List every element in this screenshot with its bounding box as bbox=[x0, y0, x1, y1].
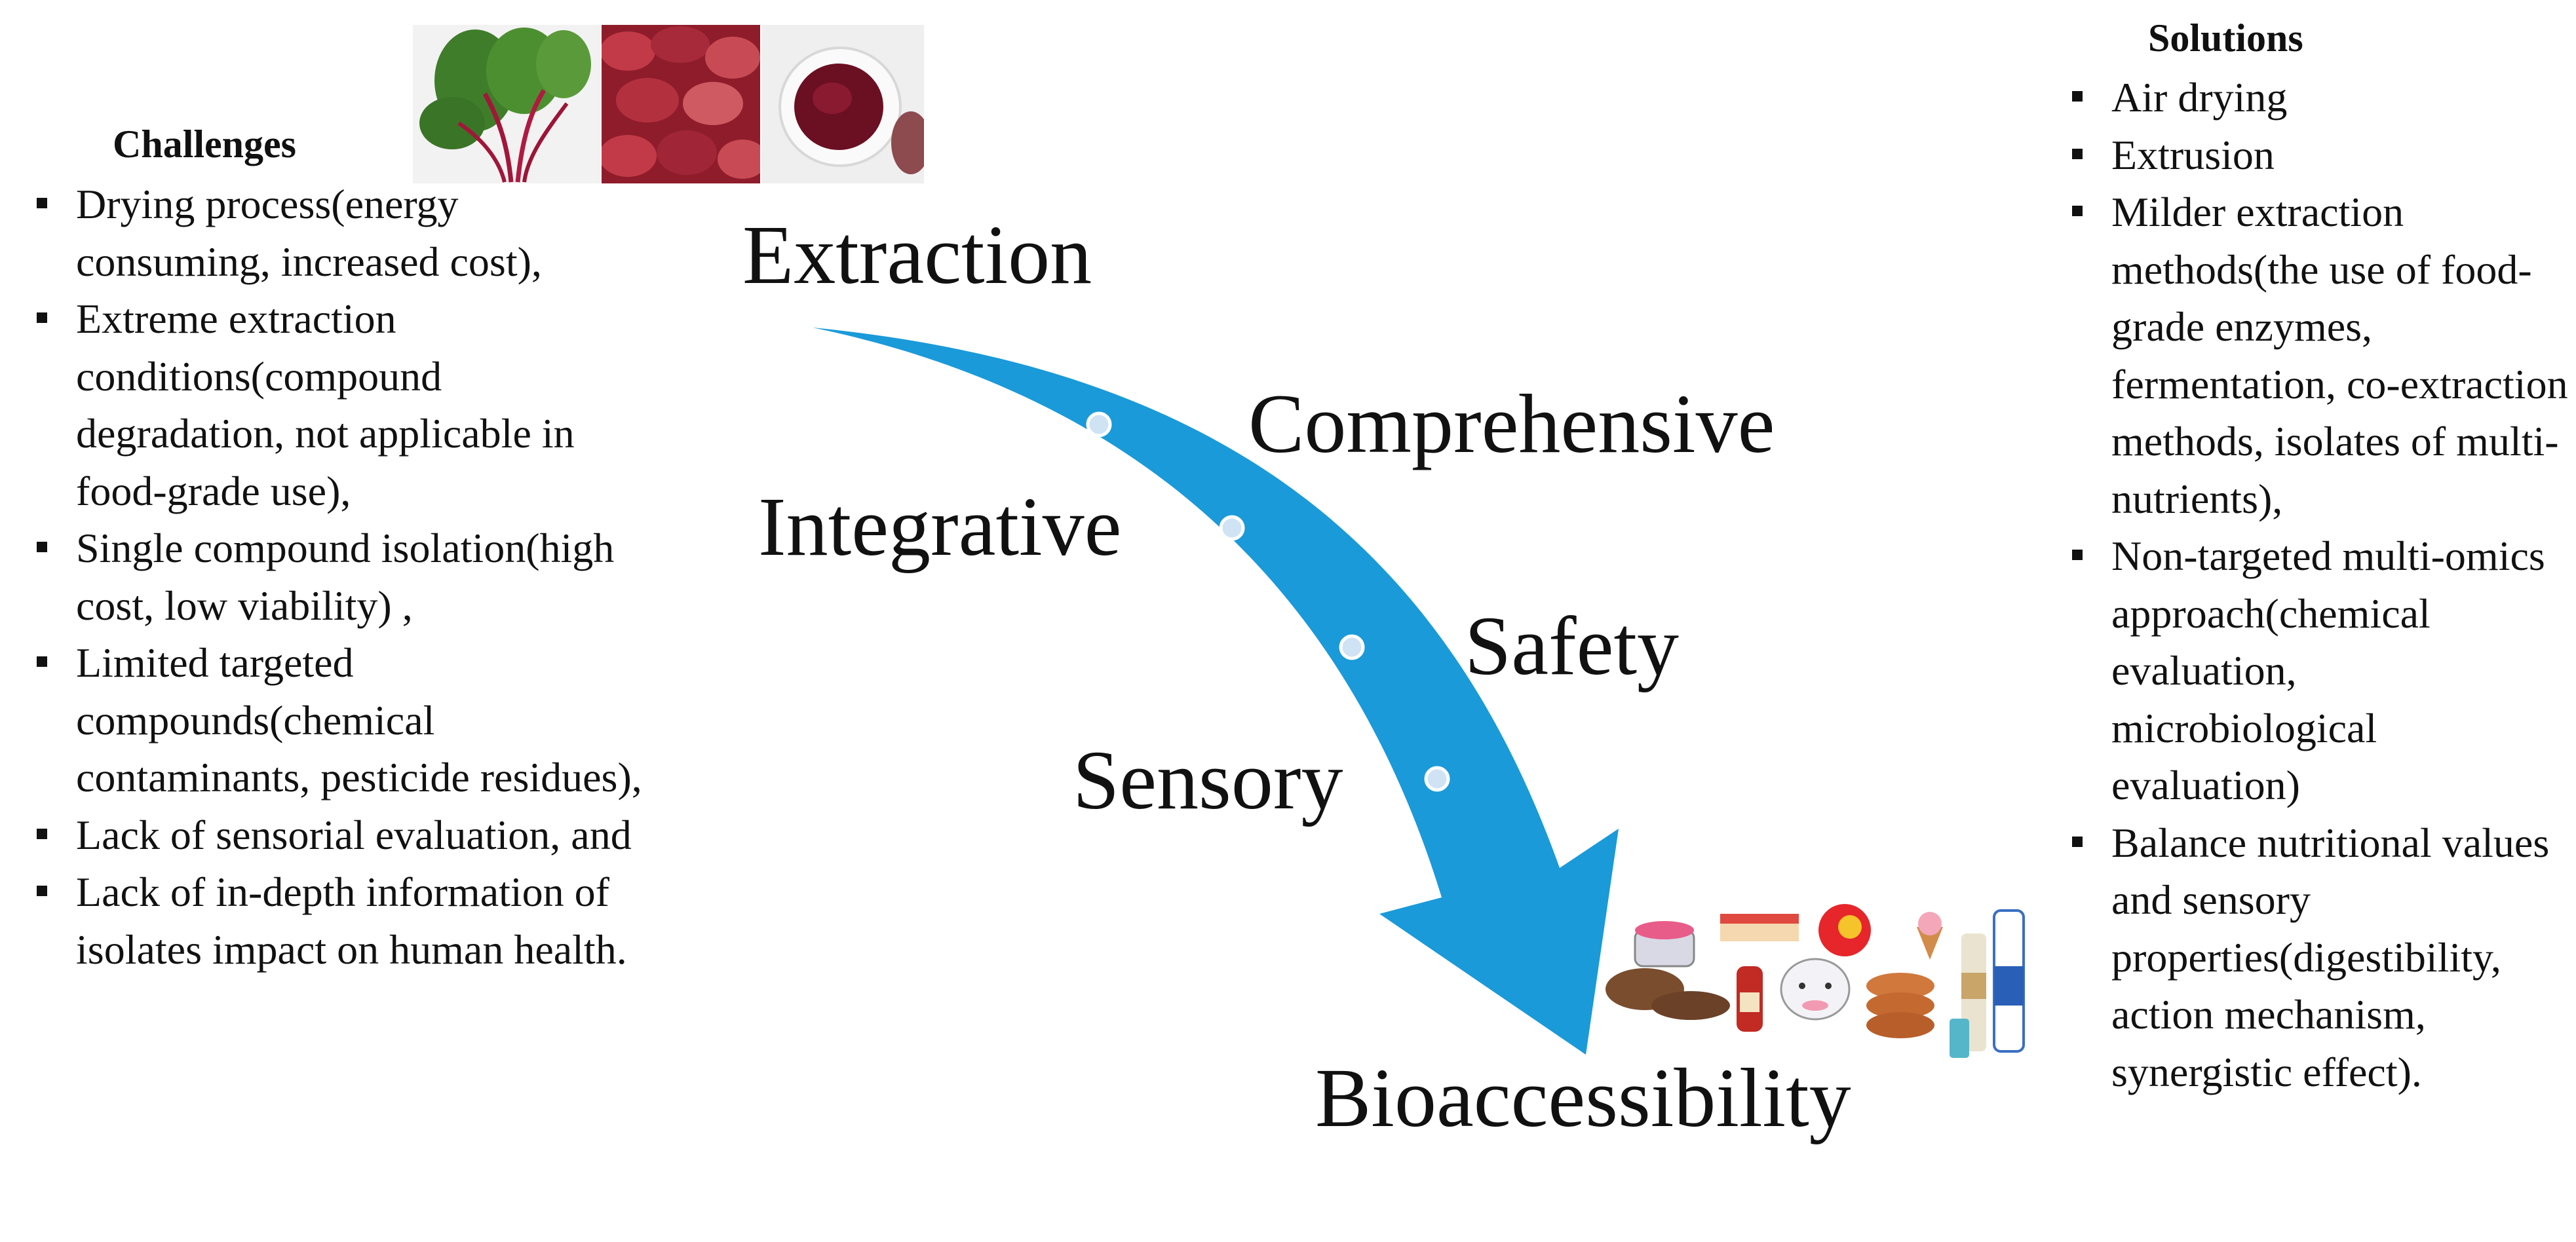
food-products-image bbox=[1602, 894, 2048, 1071]
list-item: Non-targeted multi-omics approach(chemic… bbox=[2052, 527, 2570, 814]
list-item: Extreme extraction conditions(compound d… bbox=[17, 290, 646, 519]
list-item: Extrusion bbox=[2052, 126, 2570, 184]
term-sensory: Sensory bbox=[1073, 734, 1343, 827]
challenges-list: Drying process(energy consuming, increas… bbox=[17, 176, 646, 978]
list-item: Lack of in-depth information of isolates… bbox=[17, 863, 646, 978]
challenges-title: Challenges bbox=[113, 122, 297, 166]
list-item: Drying process(energy consuming, increas… bbox=[17, 176, 646, 290]
list-item: Lack of sensorial evaluation, and bbox=[17, 806, 646, 864]
beet-plant-image bbox=[413, 25, 600, 183]
term-bioaccessibility: Bioaccessibility bbox=[1315, 1051, 1851, 1144]
term-safety: Safety bbox=[1465, 599, 1679, 692]
beet-powder-image bbox=[761, 25, 924, 183]
list-item: Balance nutritional values and sensory p… bbox=[2052, 814, 2570, 1101]
list-item: Single compound isolation(high cost, low… bbox=[17, 519, 646, 634]
beet-chips-image bbox=[602, 25, 760, 183]
list-item: Milder extraction methods(the use of foo… bbox=[2052, 183, 2570, 527]
list-item: Air drying bbox=[2052, 69, 2570, 126]
term-integrative: Integrative bbox=[758, 480, 1122, 573]
solutions-title: Solutions bbox=[2148, 16, 2303, 60]
solutions-list: Air drying Extrusion Milder extraction m… bbox=[2052, 69, 2570, 1101]
arrow-dot bbox=[1339, 634, 1365, 660]
arrow-dot bbox=[1086, 411, 1112, 438]
arrow-dot bbox=[1424, 766, 1450, 792]
arrow-dot bbox=[1219, 515, 1245, 541]
process-arrow bbox=[813, 328, 1619, 1055]
term-extraction: Extraction bbox=[742, 208, 1092, 301]
term-comprehensive: Comprehensive bbox=[1248, 377, 1775, 470]
list-item: Limited targeted compounds(chemical cont… bbox=[17, 634, 646, 806]
